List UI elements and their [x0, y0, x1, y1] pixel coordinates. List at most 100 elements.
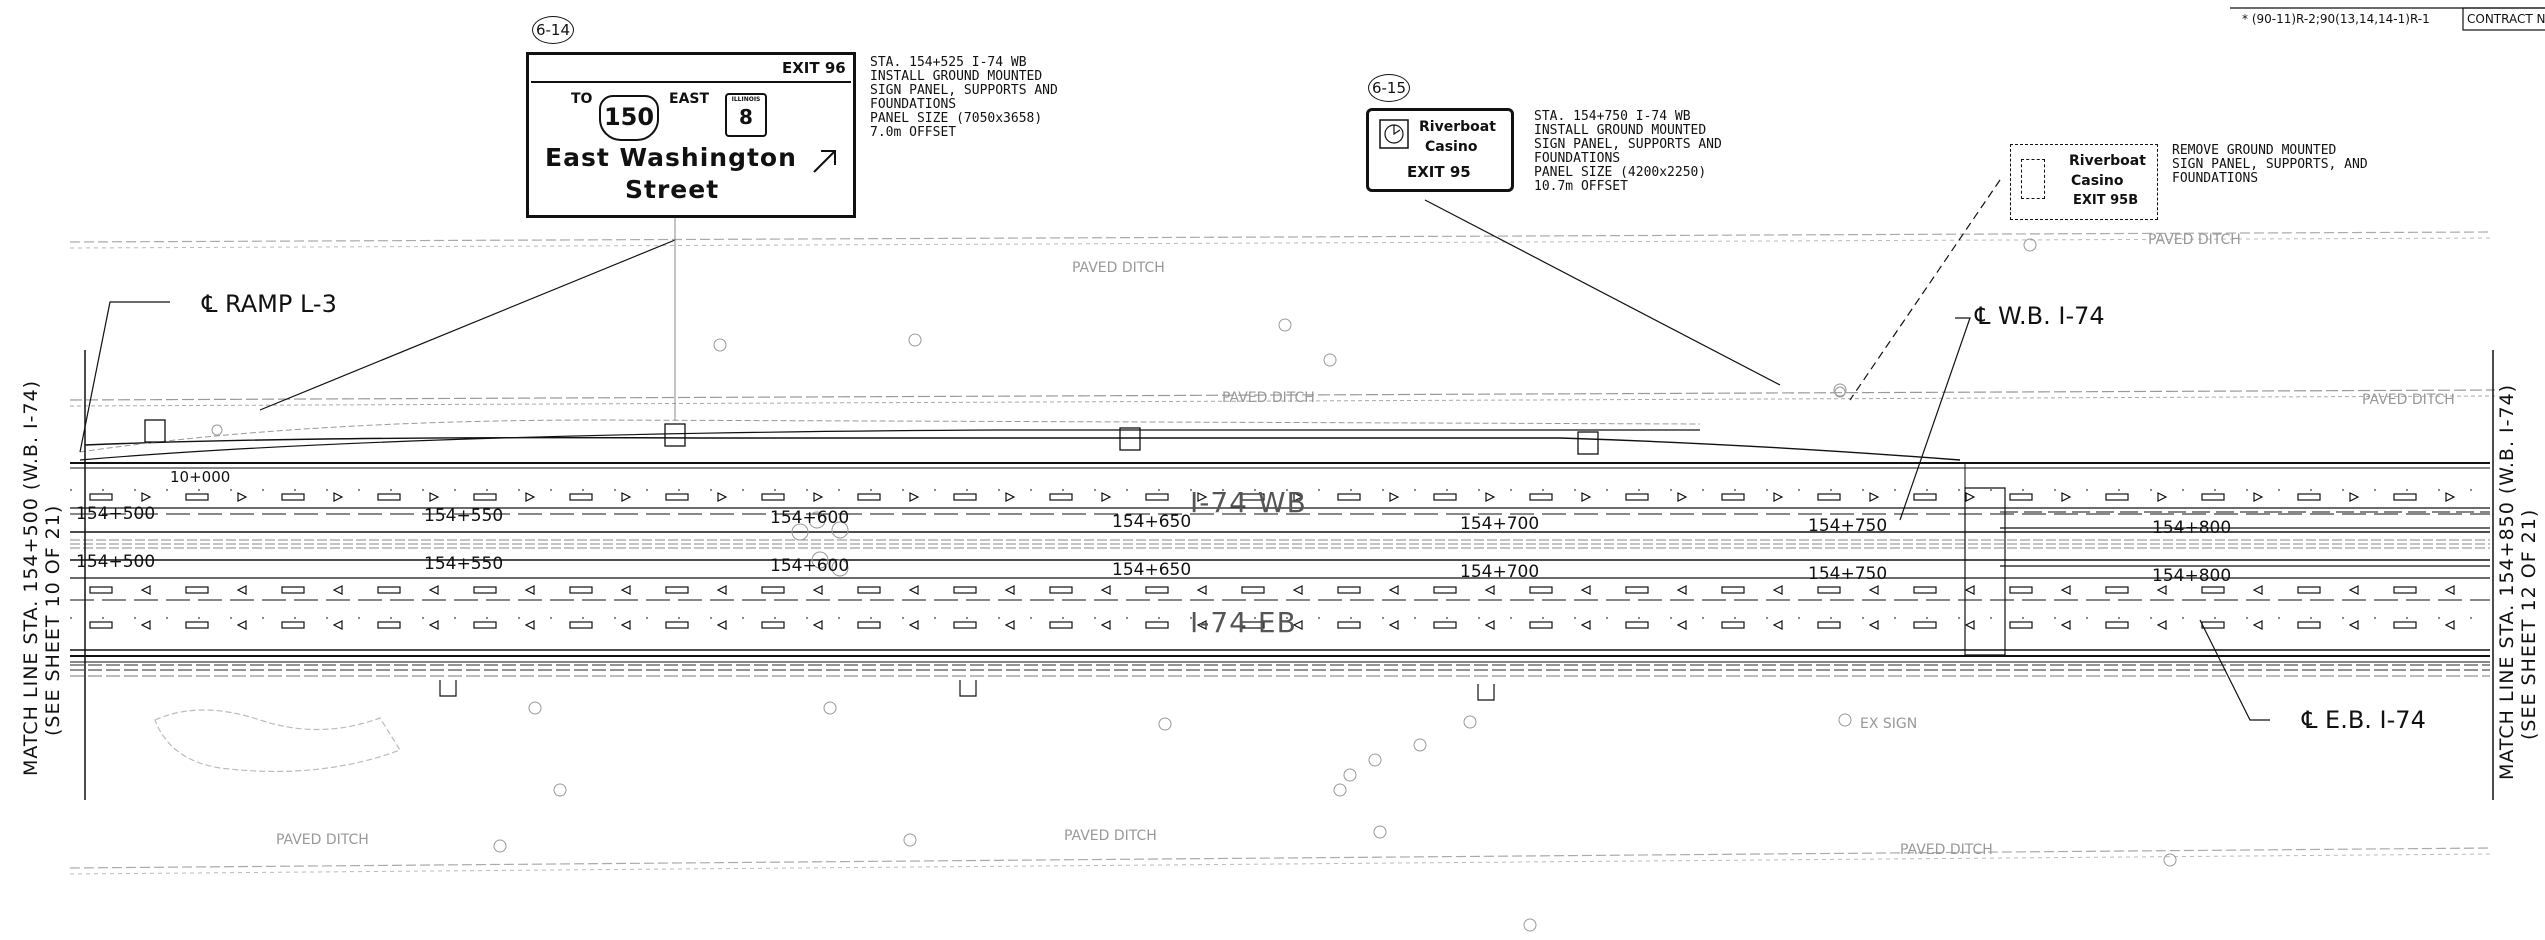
lane-marking — [1625, 586, 1649, 594]
lane-marking — [281, 621, 305, 629]
direction-arrow — [813, 492, 824, 502]
direction-arrow — [428, 620, 439, 630]
eb-i74-centerline-label: ℄ E.B. I-74 — [2302, 706, 2426, 734]
wb-station-label: 154+650 — [1112, 512, 1192, 532]
direction-arrow — [1773, 492, 1784, 502]
lane-marking — [1529, 493, 1553, 501]
lane-marking — [1625, 621, 1649, 629]
lane-marking — [377, 621, 401, 629]
lane-marking — [2105, 621, 2129, 629]
lane-marking — [1817, 586, 1841, 594]
direction-arrow — [2253, 492, 2264, 502]
match-line-right: MATCH LINE STA. 154+850 (W.B. I-74) (SEE… — [2496, 384, 2540, 780]
lane-marking — [2297, 493, 2321, 501]
lane-marking — [761, 493, 785, 501]
lane-marking — [2201, 493, 2225, 501]
direction-arrow — [2156, 585, 2167, 595]
wb-station-label: 154+800 — [2152, 518, 2232, 538]
direction-arrow — [428, 585, 439, 595]
match-line-left: MATCH LINE STA. 154+500 (W.B. I-74) (SEE… — [20, 380, 64, 776]
wb-station-label: 154+700 — [1460, 514, 1540, 534]
lane-marking — [1337, 586, 1361, 594]
direction-arrow — [2060, 585, 2071, 595]
lane-marking — [761, 586, 785, 594]
direction-arrow — [1580, 620, 1591, 630]
lane-marking — [1913, 621, 1937, 629]
direction-arrow — [2349, 492, 2360, 502]
lane-marking — [761, 621, 785, 629]
lane-marking — [2297, 621, 2321, 629]
direction-arrow — [812, 585, 823, 595]
paved-ditch-label: PAVED DITCH — [2148, 232, 2241, 248]
direction-arrow — [1100, 620, 1111, 630]
sign-remove-note: REMOVE GROUND MOUNTED SIGN PANEL, SUPPOR… — [2172, 143, 2368, 186]
paved-ditch-label: PAVED DITCH — [1072, 260, 1165, 276]
direction-arrow — [1965, 492, 1976, 502]
ramp-l3-label: ℄ RAMP L-3 — [202, 290, 337, 318]
direction-arrow — [1484, 620, 1495, 630]
direction-arrow — [2252, 585, 2263, 595]
direction-arrow — [1388, 620, 1399, 630]
lane-marking — [1913, 586, 1937, 594]
lane-marking — [665, 621, 689, 629]
eb-station-label: 154+550 — [424, 554, 504, 574]
sign-6-14-bubble: 6-14 — [532, 16, 574, 44]
sign-6-14-destination-line2: Street — [625, 175, 720, 204]
arrow-up-right-icon — [813, 150, 836, 173]
lane-marking — [857, 493, 881, 501]
direction-arrow — [1964, 585, 1975, 595]
direction-arrow — [525, 492, 536, 502]
direction-arrow — [1004, 620, 1015, 630]
lane-marking — [2297, 586, 2321, 594]
match-right-line1: MATCH LINE STA. 154+850 (W.B. I-74) — [2496, 383, 2518, 780]
lane-marking — [2201, 586, 2225, 594]
lane-marking — [857, 621, 881, 629]
wb-station-label: 154+550 — [424, 506, 504, 526]
direction-arrow — [1677, 492, 1688, 502]
lane-marking — [569, 586, 593, 594]
lane-marking — [1145, 586, 1169, 594]
illinois-route-shield-icon: ILLINOIS 8 — [725, 93, 767, 137]
lane-marking — [473, 621, 497, 629]
eb-station-label: 154+600 — [770, 556, 850, 576]
direction-arrow — [524, 585, 535, 595]
lane-marking — [1721, 493, 1745, 501]
lane-marking — [1241, 586, 1265, 594]
direction-arrow — [620, 620, 631, 630]
ramp-station-label: 10+000 — [170, 468, 231, 486]
direction-arrow — [1964, 620, 1975, 630]
lane-marking — [1049, 586, 1073, 594]
lane-marking — [2105, 493, 2129, 501]
paved-ditch-label: PAVED DITCH — [2362, 392, 2455, 408]
lane-marking — [89, 493, 113, 501]
lane-marking — [953, 493, 977, 501]
lane-marking — [1625, 493, 1649, 501]
sign-6-15-line1: Riverboat — [1419, 119, 1496, 135]
paved-ditch-label: PAVED DITCH — [276, 832, 369, 848]
direction-arrow — [908, 585, 919, 595]
us-route-number: 150 — [603, 103, 655, 131]
direction-arrow — [2444, 620, 2455, 630]
direction-arrow — [2348, 620, 2359, 630]
lane-marking — [2105, 586, 2129, 594]
match-left-line1: MATCH LINE STA. 154+500 (W.B. I-74) — [20, 379, 42, 776]
lane-marking — [1817, 493, 1841, 501]
sign-6-14-exit: EXIT 96 — [782, 59, 846, 77]
direction-arrow — [236, 620, 247, 630]
sign-remove-panel: Riverboat Casino EXIT 95B — [2010, 144, 2158, 220]
remove-icon-placeholder — [2021, 159, 2045, 199]
direction-arrow — [1004, 585, 1015, 595]
lane-marking — [2393, 493, 2417, 501]
direction-arrow — [1196, 620, 1207, 630]
direction-arrow — [621, 492, 632, 502]
lane-marking — [1817, 621, 1841, 629]
lane-marking — [377, 493, 401, 501]
direction-arrow — [1293, 492, 1304, 502]
direction-arrow — [2060, 620, 2071, 630]
paved-ditch-label: PAVED DITCH — [1222, 390, 1315, 406]
lane-marking — [1913, 493, 1937, 501]
direction-arrow — [1484, 585, 1495, 595]
match-right-line2: (SEE SHEET 12 OF 21) — [2518, 508, 2540, 740]
lane-marking — [473, 586, 497, 594]
i74-eb-road-label: I-74 EB — [1190, 606, 1297, 639]
